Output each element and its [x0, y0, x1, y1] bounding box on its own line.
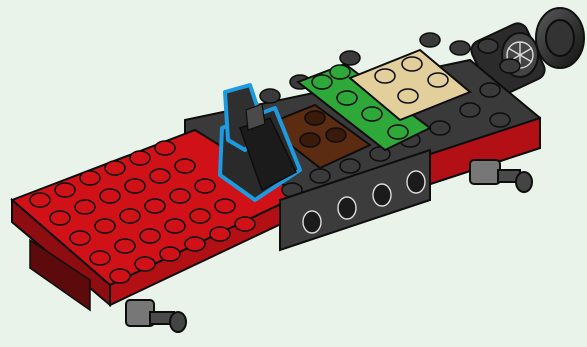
front-axle-part — [126, 300, 186, 332]
rear-axle-part — [470, 160, 532, 192]
